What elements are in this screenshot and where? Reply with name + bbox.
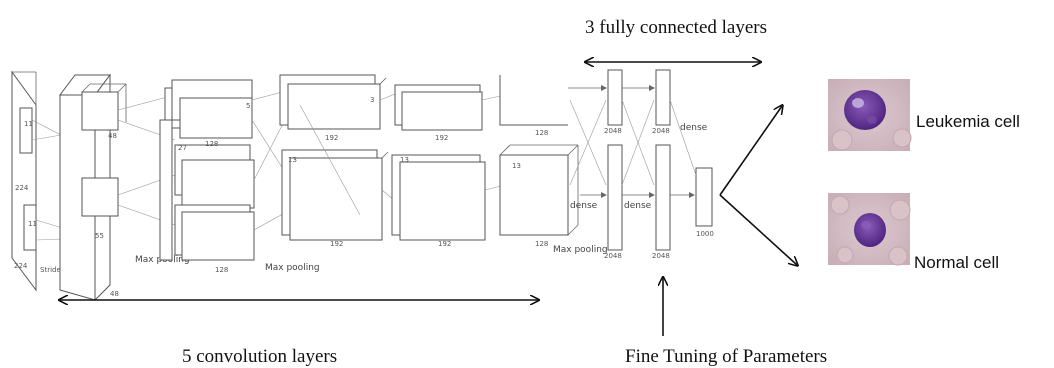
conv3-depth-b-label: 192 bbox=[330, 240, 343, 248]
fc1-top-label: 2048 bbox=[604, 127, 622, 135]
conv2-depth-b-label: 128 bbox=[215, 266, 228, 274]
conv1-depth-b-label: 48 bbox=[110, 290, 119, 298]
conv1-size-label: 55 bbox=[95, 232, 104, 240]
fc1-bottom-label: 2048 bbox=[604, 252, 622, 260]
kernel-3-label: 3 bbox=[370, 96, 374, 104]
fc2-bottom-label: 2048 bbox=[652, 252, 670, 260]
normal-cell-label: Normal cell bbox=[914, 253, 999, 272]
conv3-depth-label: 192 bbox=[325, 134, 338, 142]
max-pooling-3-label: Max pooling bbox=[553, 245, 608, 255]
dense-3-label: dense bbox=[680, 123, 708, 133]
conv5-depth-b-label: 128 bbox=[535, 240, 548, 248]
leukemia-cell-label: Leukemia cell bbox=[916, 112, 1020, 131]
kernel-11-label: 11 bbox=[24, 120, 33, 128]
fine-tuning-heading: Fine Tuning of Parameters bbox=[625, 346, 827, 367]
conv5-layer: 128 13 128 Max pooling bbox=[500, 75, 608, 255]
conv2-depth-label: 128 bbox=[205, 140, 218, 148]
conv1-depth-label: 48 bbox=[108, 132, 117, 140]
fully-connected-heading: 3 fully connected layers bbox=[585, 17, 767, 38]
kernel-11b-label: 11 bbox=[28, 220, 37, 228]
fc-layers: 2048 2048 2048 2048 1000 dense dense den… bbox=[568, 70, 714, 260]
dense-1-label: dense bbox=[570, 201, 598, 211]
conv5-depth-label: 128 bbox=[535, 129, 548, 137]
conv2-size-label: 27 bbox=[178, 144, 187, 152]
fc2-top-label: 2048 bbox=[652, 127, 670, 135]
normal-arrow bbox=[720, 195, 797, 265]
leukemia-arrow bbox=[720, 106, 782, 195]
kernel-5-label: 5 bbox=[246, 102, 250, 110]
conv5-size-label: 13 bbox=[512, 162, 521, 170]
conv4-layer: 192 13 192 bbox=[392, 85, 505, 248]
conv4-size-label: 13 bbox=[400, 156, 409, 164]
conv3-layer: 192 13 192 3 bbox=[280, 75, 400, 248]
conv4-depth-label: 192 bbox=[435, 134, 448, 142]
input-size-label: 224 bbox=[15, 184, 29, 192]
conv4-depth-b-label: 192 bbox=[438, 240, 451, 248]
input-top-size-label: 224 bbox=[14, 262, 28, 270]
convolution-heading: 5 convolution layers bbox=[182, 346, 337, 367]
max-pooling-2-label: Max pooling bbox=[265, 263, 320, 273]
output-size-label: 1000 bbox=[696, 230, 714, 238]
leukemia-cell-image bbox=[828, 79, 911, 151]
dense-2-label: dense bbox=[624, 201, 652, 211]
conv3-size-label: 13 bbox=[288, 156, 297, 164]
normal-cell-image bbox=[828, 193, 910, 265]
